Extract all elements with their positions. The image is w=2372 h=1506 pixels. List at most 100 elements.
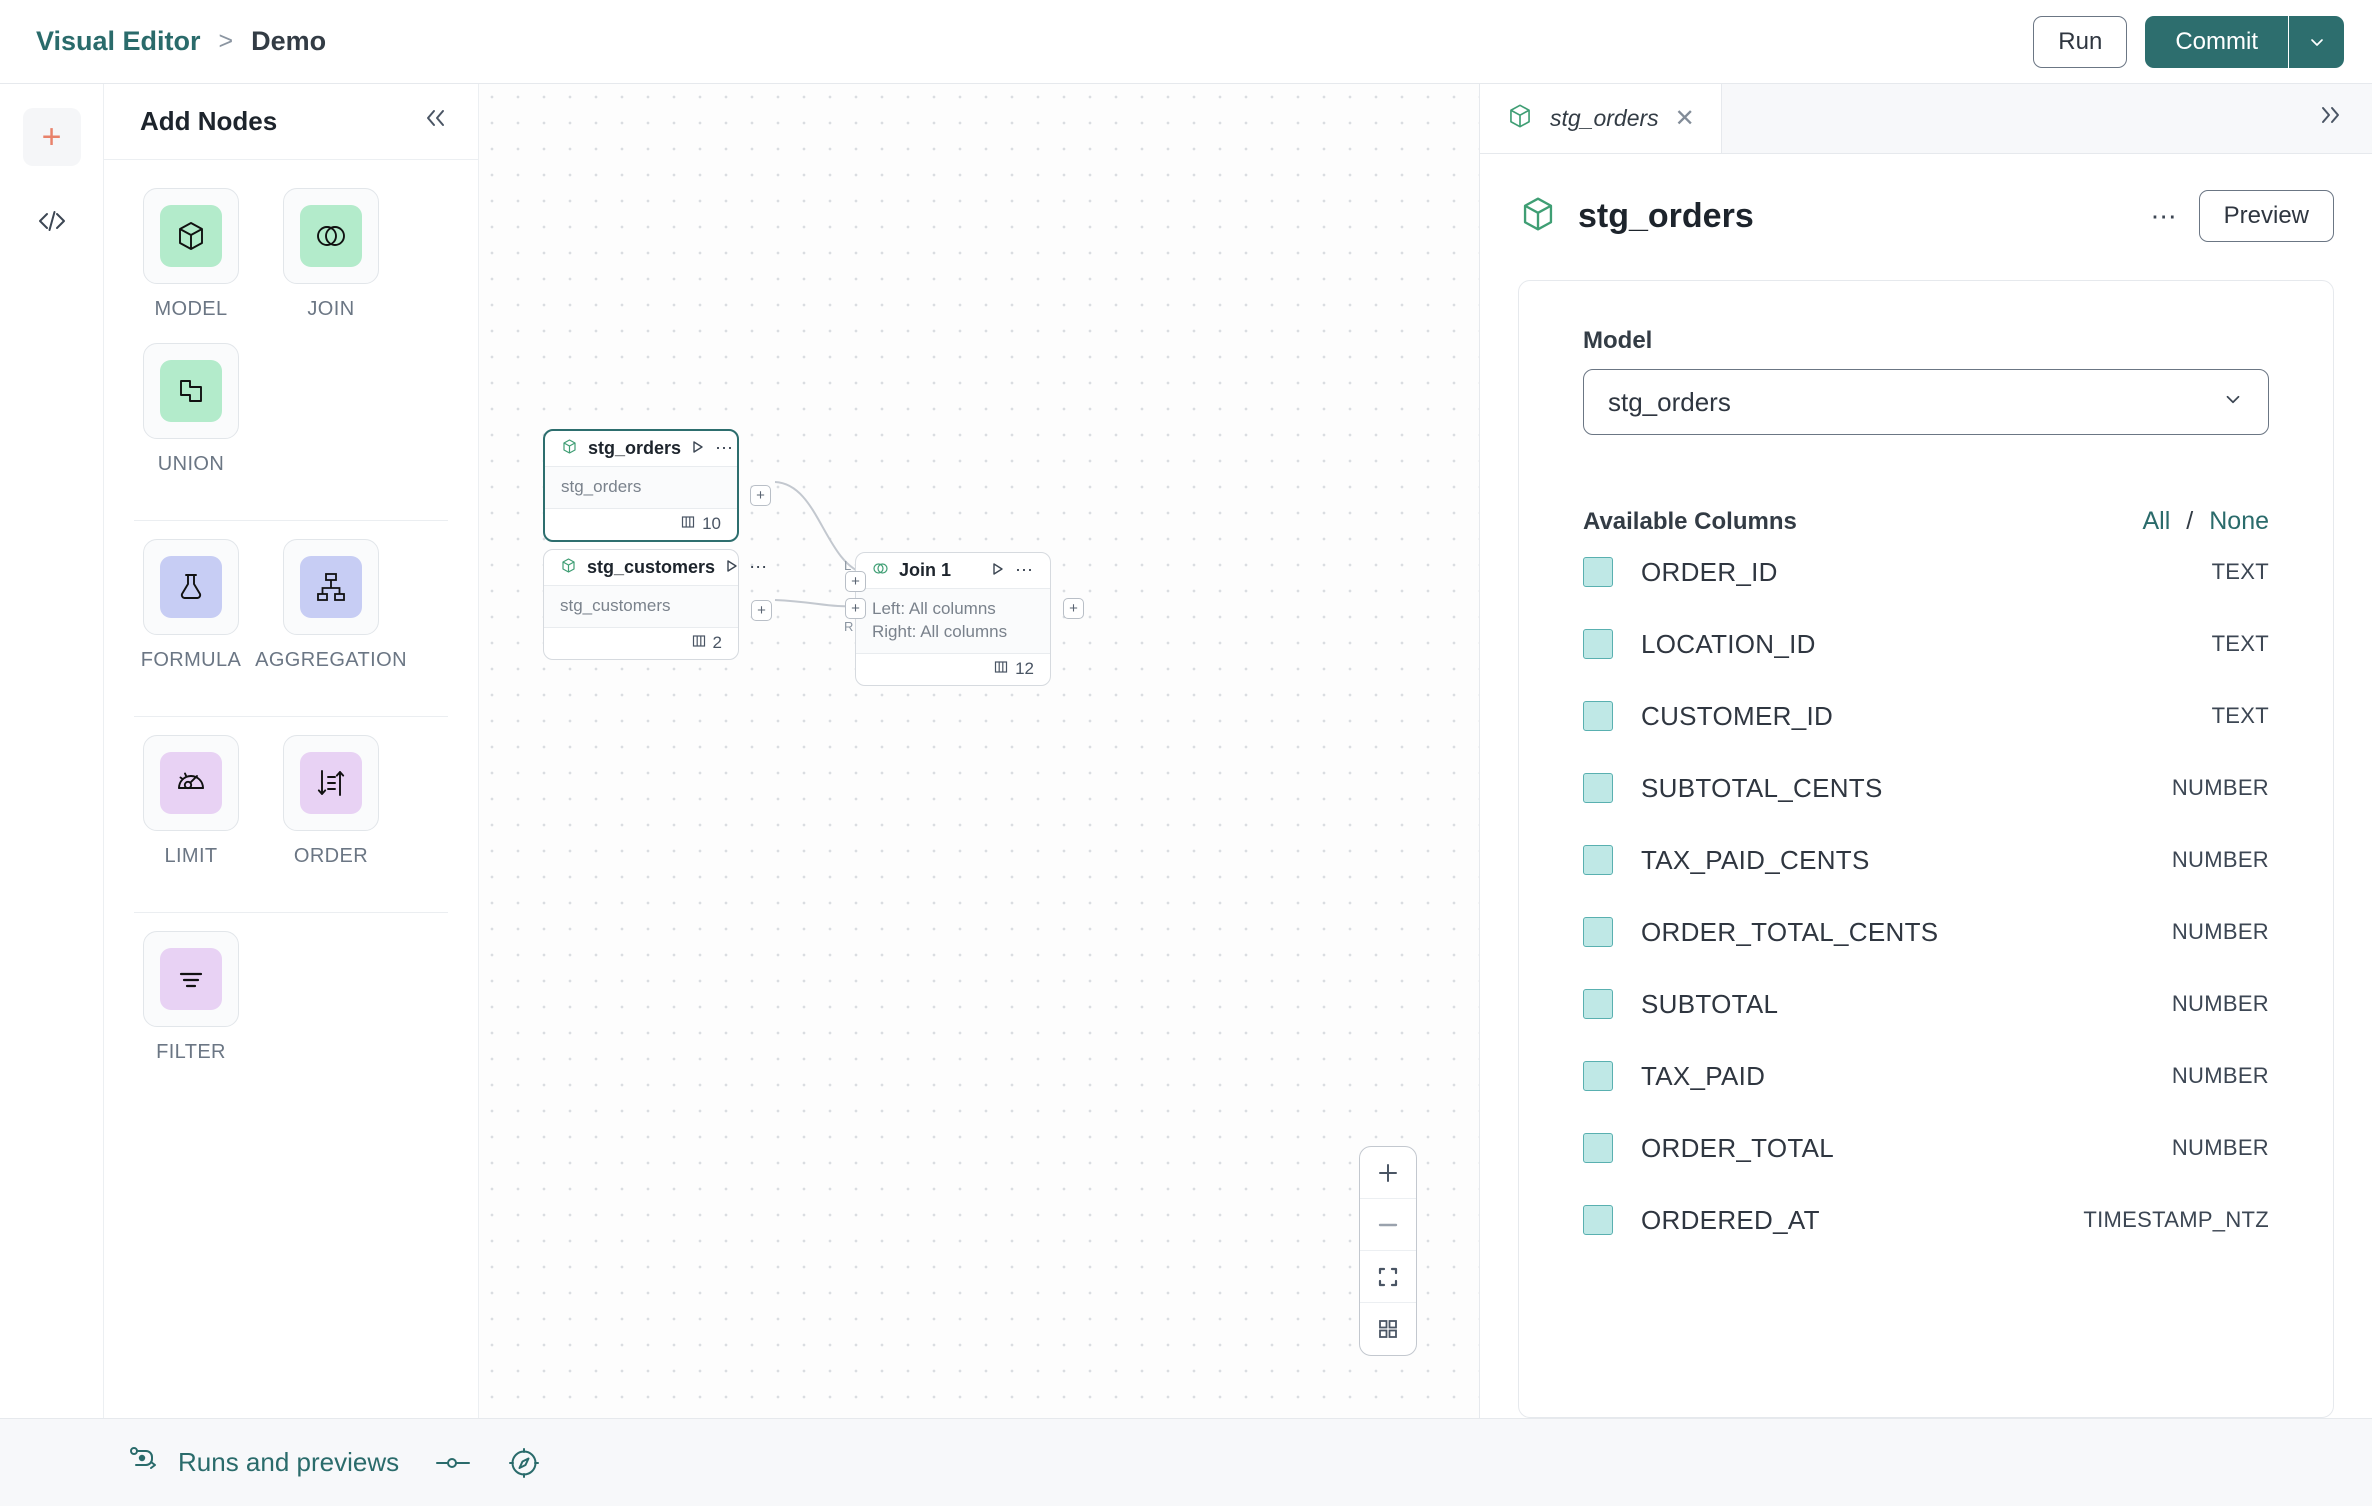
fit-view-button[interactable] — [1360, 1251, 1416, 1303]
select-all-link[interactable]: All — [2142, 507, 2171, 535]
venn-circles-icon — [300, 205, 362, 267]
node-palette-label: FORMULA — [140, 649, 242, 671]
tab-stg-orders[interactable]: stg_orders ✕ — [1480, 84, 1722, 153]
slider-toggle-button[interactable] — [433, 1451, 473, 1475]
union-shapes-icon — [160, 360, 222, 422]
add-node-rail-button[interactable]: + — [22, 108, 81, 166]
node-palette-label: FILTER — [156, 1041, 226, 1063]
node-palette-item-limit[interactable]: LIMIT — [134, 735, 248, 868]
expand-panel-button[interactable] — [2316, 104, 2344, 133]
chevron-double-right-icon — [2322, 107, 2339, 123]
column-checkbox[interactable] — [1583, 917, 1613, 947]
column-checkbox[interactable] — [1583, 1133, 1613, 1163]
model-field-label: Model — [1583, 327, 1653, 354]
model-select[interactable]: stg_orders — [1583, 369, 2269, 435]
column-checkbox[interactable] — [1583, 1205, 1613, 1235]
node-tile — [143, 539, 239, 635]
run-button[interactable]: Run — [2033, 15, 2128, 68]
canvas-node-stg-customers[interactable]: stg_customers ⋯ stg_customers — [543, 549, 772, 660]
runs-and-previews-button[interactable]: Runs and previews — [128, 1445, 399, 1480]
output-port-add-button[interactable]: + — [1063, 598, 1084, 619]
port-label-left: L — [844, 558, 852, 573]
column-name: LOCATION_ID — [1641, 628, 1816, 659]
column-name: TAX_PAID_CENTS — [1641, 844, 1870, 875]
node-palette-label: AGGREGATION — [255, 649, 407, 671]
canvas-node-footer: 12 — [856, 652, 1050, 685]
column-checkbox[interactable] — [1583, 773, 1613, 803]
node-palette-item-model[interactable]: MODEL — [134, 188, 248, 321]
input-port-left-add-button[interactable]: + — [845, 571, 866, 592]
mini-map-button[interactable] — [1360, 1303, 1416, 1355]
code-view-rail-button[interactable] — [23, 192, 81, 250]
node-palette-item-order[interactable]: ORDER — [274, 735, 388, 868]
column-checkbox[interactable] — [1583, 1061, 1613, 1091]
compass-button[interactable] — [507, 1446, 541, 1480]
flow-canvas[interactable]: stg_orders ⋯ stg_orders — [479, 84, 1479, 1418]
node-palette-item-join[interactable]: JOIN — [274, 188, 388, 321]
preview-button[interactable]: Preview — [2198, 190, 2334, 242]
close-icon[interactable]: ✕ — [1674, 105, 1695, 132]
node-tile — [283, 735, 379, 831]
column-checkbox[interactable] — [1583, 629, 1613, 659]
runs-and-previews-label: Runs and previews — [178, 1447, 400, 1477]
select-none-link[interactable]: None — [2209, 507, 2269, 535]
zoom-out-button[interactable] — [1360, 1199, 1416, 1251]
column-type: NUMBER — [2171, 1135, 2269, 1160]
breadcrumb-current: Demo — [251, 26, 327, 56]
column-type: NUMBER — [2171, 1063, 2269, 1088]
output-port-add-button[interactable]: + — [751, 600, 772, 621]
model-select-value: stg_orders — [1608, 386, 1731, 417]
collapse-panel-button[interactable] — [422, 107, 450, 136]
available-columns-header: Available Columns All / None — [1583, 507, 2269, 536]
inspector-panel: stg_orders ✕ — [1480, 84, 2372, 1418]
more-horizontal-icon[interactable]: ⋯ — [1015, 560, 1034, 580]
play-icon[interactable] — [991, 562, 1005, 580]
commit-dropdown-button[interactable] — [2288, 15, 2344, 68]
column-type: TEXT — [2211, 559, 2269, 584]
more-horizontal-icon[interactable]: ⋯ — [2150, 200, 2179, 231]
column-checkbox[interactable] — [1583, 989, 1613, 1019]
more-horizontal-icon[interactable]: ⋯ — [715, 438, 735, 458]
play-icon[interactable] — [725, 559, 739, 577]
node-palette-item-union[interactable]: UNION — [134, 343, 248, 476]
column-name: ORDER_TOTAL_CENTS — [1641, 916, 1939, 947]
cube-icon — [1506, 102, 1534, 135]
cube-icon — [160, 205, 222, 267]
aggregation-icon — [300, 556, 362, 618]
zoom-in-button[interactable] — [1360, 1147, 1416, 1199]
column-type: NUMBER — [2171, 919, 2269, 944]
node-tile — [143, 188, 239, 284]
breadcrumb-separator-icon: > — [218, 27, 234, 55]
column-checkbox[interactable] — [1583, 557, 1613, 587]
input-port-right-add-button[interactable]: + — [845, 598, 866, 619]
edges-layer — [774, 481, 866, 608]
node-tile — [143, 343, 239, 439]
column-row[interactable]: ORDER_TOTAL_CENTS NUMBER — [1583, 896, 2269, 968]
column-checkbox[interactable] — [1583, 845, 1613, 875]
more-horizontal-icon[interactable]: ⋯ — [749, 557, 769, 577]
breadcrumb-root-link[interactable]: Visual Editor — [36, 26, 201, 56]
column-checkbox[interactable] — [1583, 701, 1613, 731]
node-group-ordering: LIMIT ORDER — [134, 735, 448, 890]
column-row[interactable]: LOCATION_ID TEXT — [1583, 608, 2269, 680]
commit-button[interactable]: Commit — [2145, 15, 2288, 68]
node-palette-item-filter[interactable]: FILTER — [134, 931, 248, 1064]
canvas-node-stg-orders[interactable]: stg_orders ⋯ stg_orders — [543, 429, 771, 542]
node-palette-item-aggregation[interactable]: AGGREGATION — [255, 539, 407, 672]
column-type: NUMBER — [2171, 775, 2269, 800]
play-icon[interactable] — [691, 440, 705, 458]
canvas-node-join-1[interactable]: Join 1 ⋯ Left: All columns Right: All co… — [844, 552, 1084, 686]
column-type: TEXT — [2211, 631, 2269, 656]
output-port-add-button[interactable]: + — [750, 485, 771, 506]
node-palette-label: UNION — [157, 453, 225, 475]
fit-view-icon — [1378, 1267, 1398, 1286]
node-palette-item-formula[interactable]: FORMULA — [134, 539, 248, 672]
